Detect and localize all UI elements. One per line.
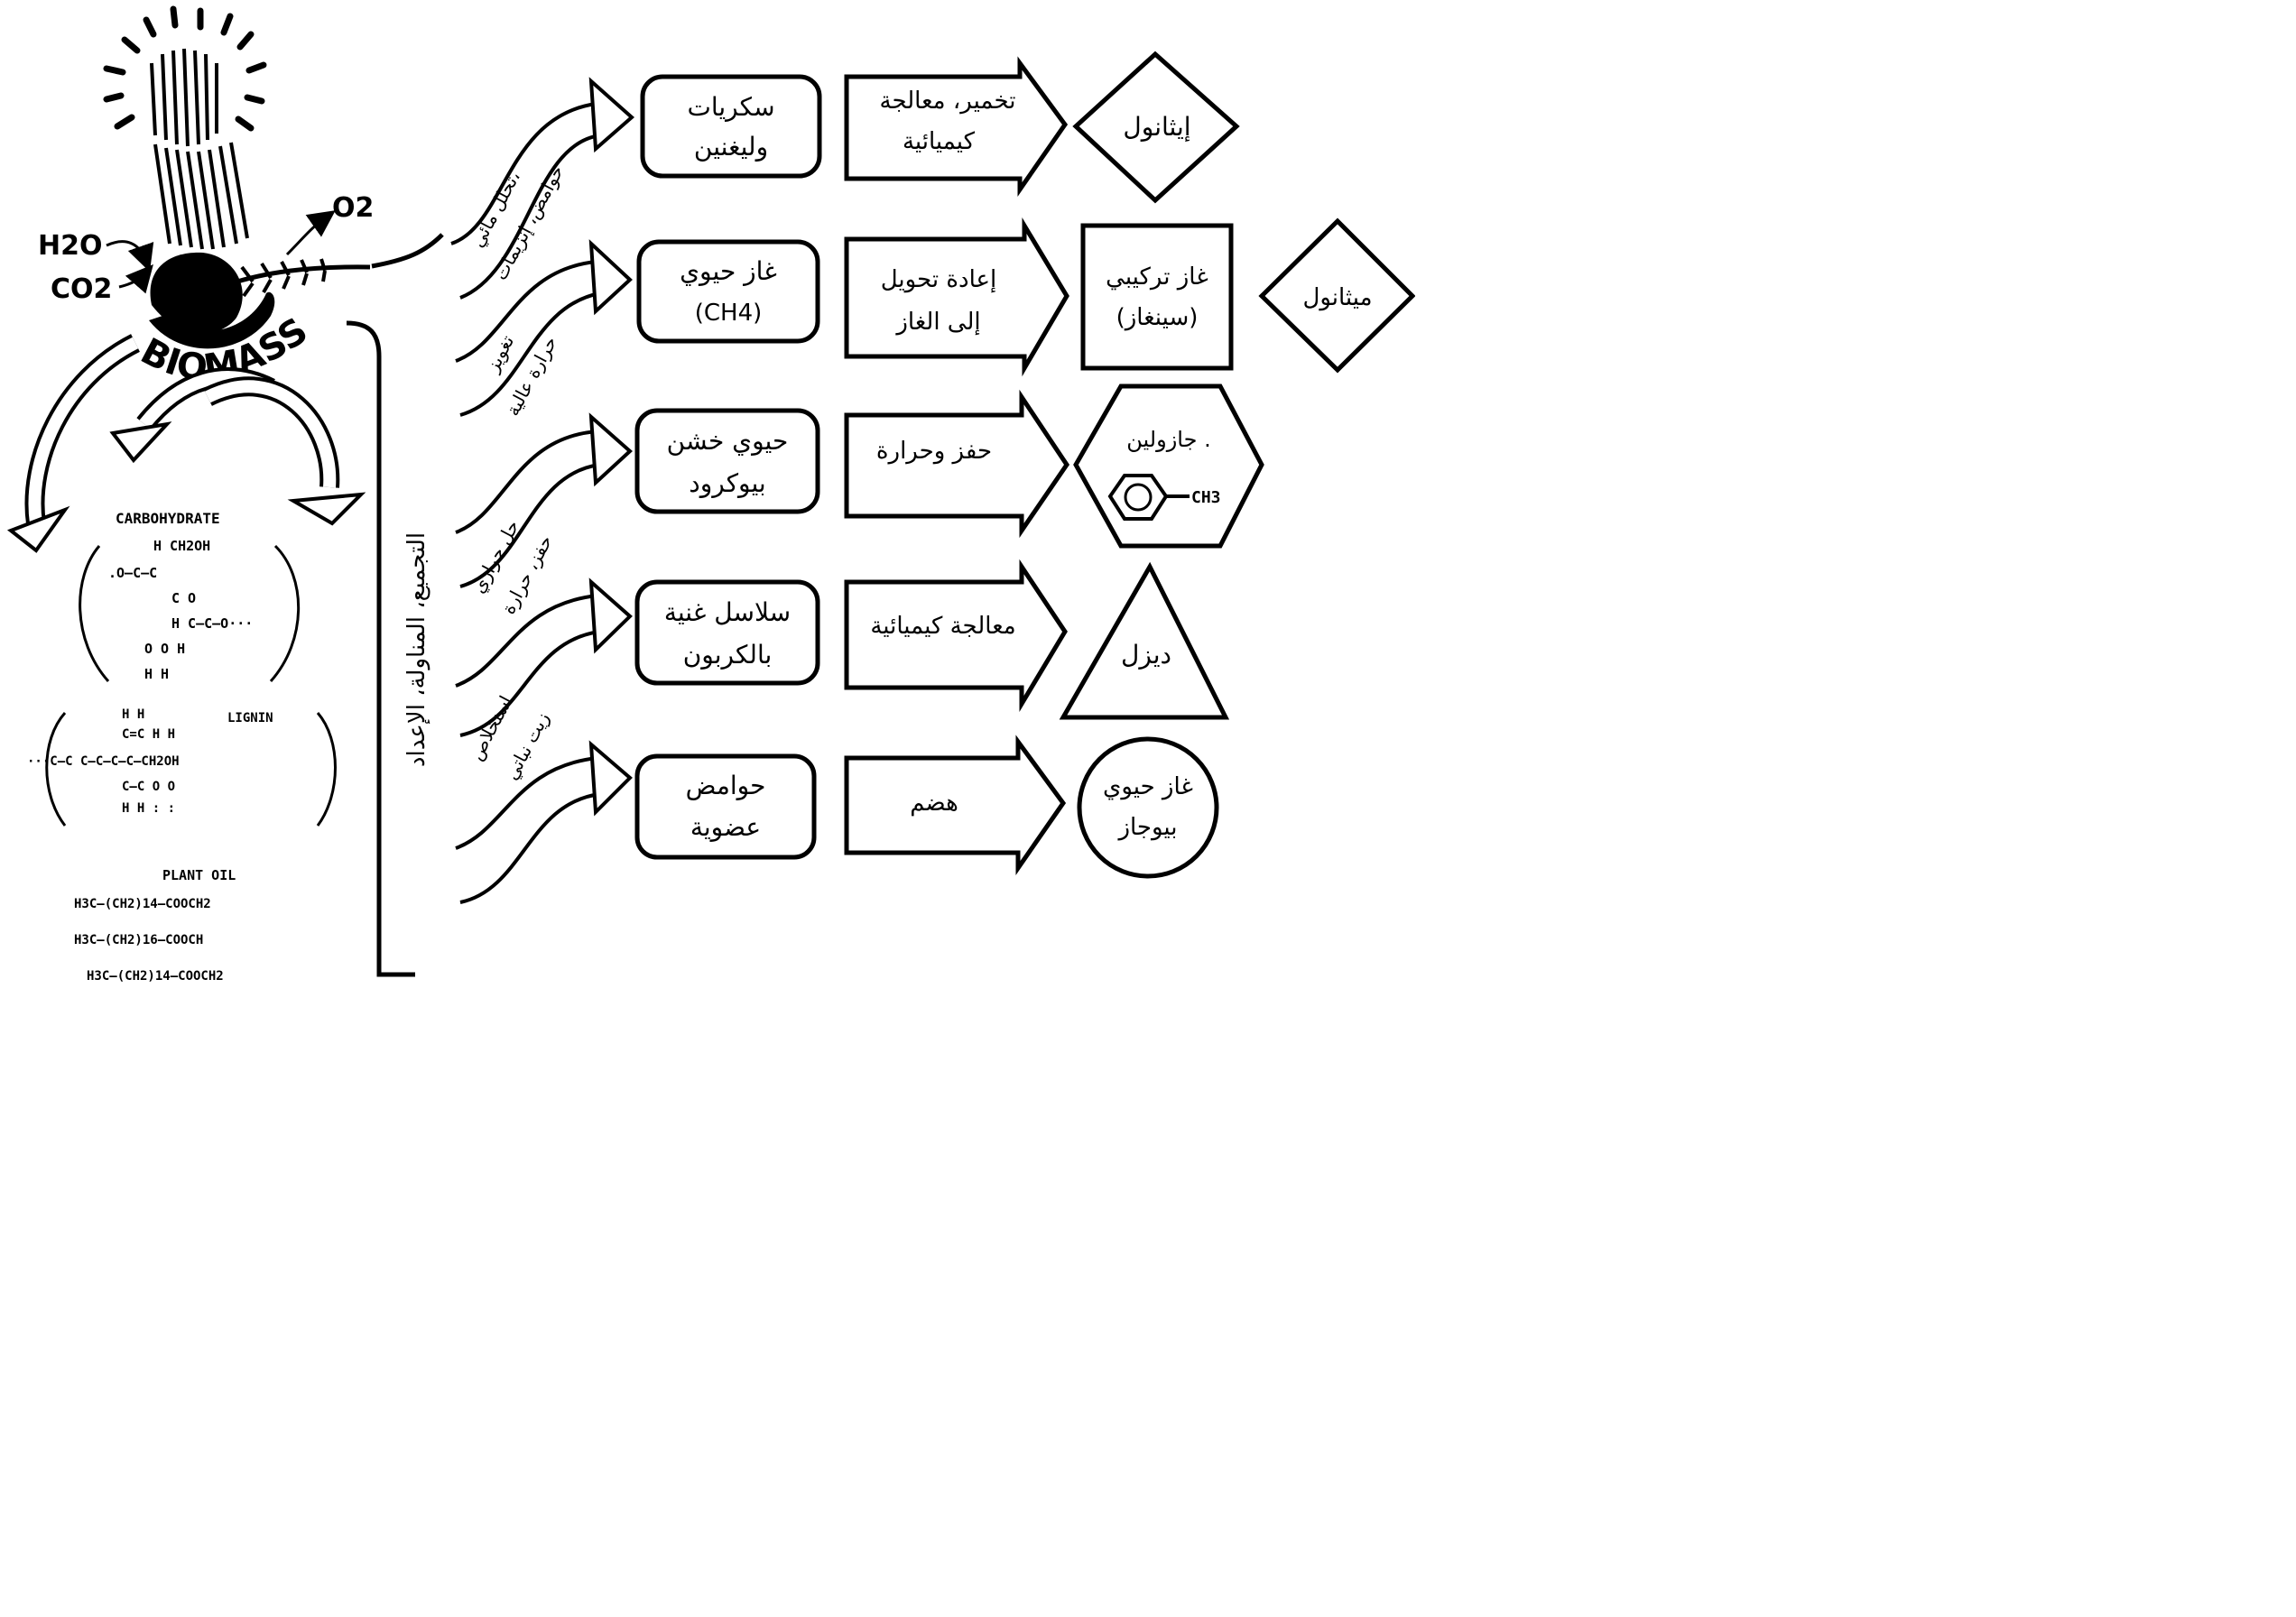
- plant-oil-structure: PLANT OIL H3C—(CH2)14—COOCH2 H3C—(CH2)16…: [74, 867, 236, 984]
- h2o-arrow: [106, 240, 154, 273]
- intermediate-label: سكريات: [687, 92, 774, 122]
- oil-line: H3C—(CH2)14—COOCH2: [87, 969, 224, 984]
- product-methanol-diamond: ميثانول: [1258, 217, 1415, 374]
- carbohydrate-title: CARBOHYDRATE: [116, 510, 220, 527]
- carb-line: C O: [171, 590, 196, 606]
- intermediate-label: (CH4): [695, 300, 763, 327]
- process-arrow-3: حفز وحرارة: [844, 389, 1070, 539]
- lignin-line: ···C—C C—C—C—C—CH2OH: [27, 754, 180, 769]
- process-label: تخمير، معالجة: [880, 88, 1016, 115]
- co2-label: CO2: [51, 273, 112, 305]
- method-arrow-1: [450, 77, 635, 300]
- product-label: جازولين .: [1126, 427, 1210, 452]
- intermediate-label: وليغنين: [694, 132, 768, 162]
- intermediate-box-4: سلاسل غنية بالكربون: [634, 579, 820, 686]
- process-label: حفز وحرارة: [876, 438, 992, 465]
- product-syngas-square: غاز تركيبي (سينغاز): [1080, 223, 1234, 371]
- collection-label: التجميع، المناولة، الإعداد: [403, 532, 430, 767]
- product-label: غاز تركيبي: [1106, 263, 1208, 291]
- carb-line: H H: [144, 666, 169, 682]
- intermediate-label: حيوي خشن: [667, 426, 789, 456]
- plant-oil-title: PLANT OIL: [162, 867, 236, 883]
- intermediate-box-1: سكريات وليغنين: [640, 74, 822, 179]
- process-arrow-5: هضم: [844, 735, 1067, 875]
- oil-line: H3C—(CH2)14—COOCH2: [74, 897, 211, 911]
- product-label: (سينغاز): [1116, 304, 1199, 331]
- right-curved-arrow: [203, 376, 366, 526]
- intermediate-label: بالكربون: [683, 640, 773, 670]
- method-arrow-5: [455, 740, 633, 904]
- process-arrow-2: إعادة تحويل إلى الغاز: [844, 217, 1069, 377]
- carb-line: .O—C—C: [108, 565, 157, 581]
- product-ethanol-diamond: إيثانول: [1072, 51, 1240, 204]
- lignin-line: C—C O O: [122, 780, 175, 794]
- process-arrow-4: معالجة كيميائية: [844, 559, 1068, 713]
- oil-line: H3C—(CH2)16—COOCH: [74, 933, 203, 947]
- biomass-conversion-diagram: H2O CO2 O2 BIOMASS CARBOHYDRATE H CH2OH …: [6, 5, 1415, 984]
- o2-arrow: [285, 210, 336, 256]
- product-label: إيثانول: [1123, 112, 1190, 142]
- product-label: غاز حيوي: [1103, 773, 1193, 800]
- intermediate-box-2: غاز حيوي (CH4): [636, 239, 820, 344]
- lignin-title: LIGNIN: [227, 711, 273, 725]
- co2-arrow: [118, 263, 153, 294]
- sun-icon: [103, 5, 267, 147]
- collection-bracket: [346, 233, 444, 977]
- method-arrow-2: [455, 239, 633, 417]
- left-curved-arrow: [6, 334, 141, 553]
- process-label: إعادة تحويل: [881, 266, 997, 293]
- method-arrow-4: [455, 578, 633, 737]
- leaf-icon: [149, 252, 371, 349]
- carb-line: H C—C—O···: [171, 615, 253, 632]
- process-label: هضم: [910, 790, 958, 817]
- product-label: ديزل: [1121, 640, 1171, 670]
- product-label: ميثانول: [1302, 284, 1372, 311]
- intermediate-label: بيوكرود: [689, 468, 765, 498]
- light-beam: [153, 142, 249, 250]
- product-diesel-triangle: ديزل: [1059, 561, 1230, 720]
- process-arrow-1: تخمير، معالجة كيميائية: [844, 56, 1069, 197]
- intermediate-label: سلاسل غنية: [664, 597, 791, 627]
- process-label: إلى الغاز: [894, 309, 980, 336]
- intermediate-label: غاز حيوي: [680, 256, 777, 286]
- intermediate-label: حوامض: [686, 771, 766, 800]
- process-label: معالجة كيميائية: [870, 613, 1015, 640]
- intermediate-box-5: حوامض عضوية: [634, 753, 817, 860]
- lignin-line: H H: [122, 707, 144, 722]
- lignin-line: C=C H H: [122, 727, 175, 742]
- product-biogas-circle: غاز حيوي بيوجاز: [1077, 736, 1219, 879]
- carb-line: H CH2OH: [153, 538, 210, 554]
- lignin-line: H H : :: [122, 801, 175, 816]
- formula-label: CH3: [1191, 488, 1221, 507]
- process-label: كيميائية: [903, 128, 976, 155]
- o2-label: O2: [332, 192, 374, 224]
- intermediate-label: عضوية: [690, 812, 761, 842]
- carbohydrate-structure: CARBOHYDRATE H CH2OH .O—C—C C O H C—C—O·…: [79, 510, 301, 682]
- method-label: استخلاص: [465, 692, 517, 764]
- h2o-label: H2O: [38, 230, 102, 262]
- intermediate-box-3: حيوي خشن بيوكرود: [634, 408, 820, 514]
- product-label: بيوجاز: [1116, 814, 1177, 841]
- method-arrow-3: [455, 412, 633, 588]
- lignin-structure: LIGNIN H H C=C H H ···C—C C—C—C—C—CH2OH …: [27, 707, 337, 827]
- benzene-ring-icon: [1107, 474, 1190, 521]
- carb-line: O O H: [144, 641, 185, 657]
- product-gasoline-hexagon: جازولين . CH3: [1073, 383, 1264, 549]
